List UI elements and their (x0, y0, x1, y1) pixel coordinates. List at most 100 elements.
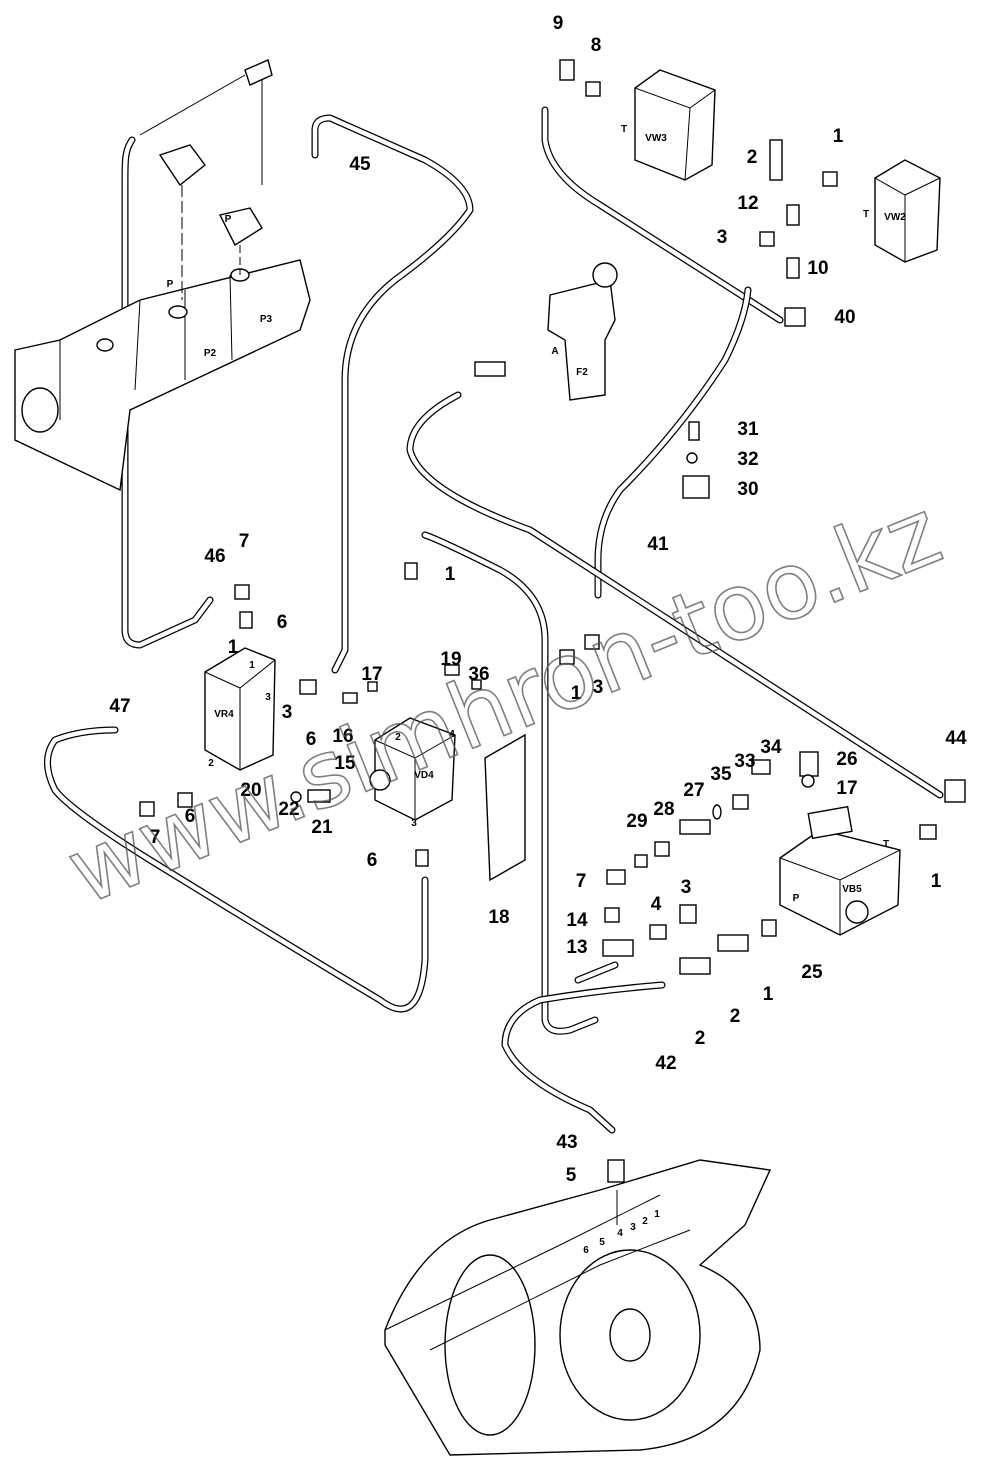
callouts-0: 9 (553, 13, 564, 34)
callouts-22: 3 (593, 677, 604, 698)
callouts-27: 15 (334, 753, 356, 774)
callouts-26: 16 (332, 726, 353, 747)
callouts-25: 6 (306, 729, 317, 750)
callouts-28: 20 (240, 780, 261, 801)
component-labels-16: VD4 (414, 770, 434, 781)
callouts-34: 18 (488, 907, 509, 928)
valve-blocks (204, 69, 941, 1456)
callouts-32: 6 (185, 806, 196, 827)
bracket-18 (484, 733, 526, 882)
callouts-8: 45 (349, 154, 371, 175)
callouts-40: 35 (710, 764, 732, 785)
component-labels-15: 4 (449, 729, 455, 740)
callouts-44: 1 (931, 871, 942, 892)
fittings (139, 59, 966, 1183)
callouts-5: 3 (717, 227, 728, 248)
callouts-35: 44 (945, 728, 967, 749)
callouts-29: 22 (278, 799, 299, 820)
callouts-45: 7 (576, 871, 587, 892)
callouts-54: 42 (655, 1053, 676, 1074)
callouts-52: 2 (730, 1006, 741, 1027)
filter-f2 (547, 279, 616, 401)
callouts-17: 1 (228, 637, 239, 658)
port-numbers-4: 2 (642, 1216, 648, 1227)
callouts-11: 30 (737, 479, 758, 500)
callouts-9: 31 (737, 419, 759, 440)
component-labels-13: 3 (265, 692, 271, 703)
callouts-4: 12 (737, 193, 758, 214)
callouts-3: 2 (747, 147, 758, 168)
hose-vw3-core (542, 107, 783, 323)
port-numbers-2: 4 (617, 1228, 623, 1239)
component-labels-3: T (863, 209, 869, 220)
component-labels-8: A (551, 346, 558, 357)
callouts-37: 17 (836, 778, 857, 799)
component-labels-4: P (225, 214, 232, 225)
callouts-24: 3 (282, 702, 293, 723)
callouts-31: 7 (150, 827, 161, 848)
component-labels-11: 1 (249, 660, 255, 671)
hose-47-core (45, 727, 428, 1012)
hose-45 (311, 114, 474, 674)
port-numbers-3: 3 (630, 1222, 636, 1233)
component-labels-19: P (793, 893, 800, 904)
callouts-36: 26 (836, 749, 857, 770)
callouts-43: 29 (626, 811, 647, 832)
hose-pump-left-core (122, 137, 213, 648)
component-labels-5: P (167, 279, 174, 290)
valve-vw2 (874, 159, 941, 263)
callouts-21: 1 (571, 683, 582, 704)
callouts-56: 5 (566, 1165, 577, 1186)
callouts-41: 27 (683, 780, 704, 801)
callouts-20: 36 (468, 664, 489, 685)
hose-42-43-core (502, 982, 665, 1133)
callouts-47: 4 (651, 894, 662, 915)
component-labels-7: P2 (204, 348, 217, 359)
callouts-53: 2 (695, 1028, 706, 1049)
port-numbers-5: 1 (654, 1209, 660, 1220)
callouts-39: 33 (734, 751, 755, 772)
callouts-7: 40 (834, 307, 855, 328)
hose-13-core (575, 962, 618, 983)
valve-vw3 (634, 69, 716, 181)
hose-41-core (595, 287, 751, 598)
callouts-12: 41 (647, 534, 669, 555)
component-labels-10: VR4 (214, 709, 234, 720)
component-labels-12: 2 (208, 758, 214, 769)
callouts-42: 28 (653, 799, 674, 820)
callouts-23: 47 (109, 696, 130, 717)
component-labels-2: VW2 (884, 212, 906, 223)
callouts-33: 6 (367, 850, 378, 871)
component-labels-6: P3 (260, 314, 273, 325)
component-labels-9: F2 (576, 367, 588, 378)
callouts-14: 7 (239, 531, 250, 552)
callouts-2: 1 (833, 126, 844, 147)
callouts-46: 3 (681, 877, 692, 898)
callouts-30: 21 (311, 817, 333, 838)
component-labels-0: VW3 (645, 133, 667, 144)
hose-41 (594, 286, 752, 599)
hose-vd4-core (422, 532, 598, 1034)
callouts-6: 10 (807, 258, 828, 279)
callouts-19: 19 (440, 649, 461, 670)
port-numbers-1: 5 (599, 1237, 605, 1248)
callouts-15: 1 (445, 564, 456, 585)
callouts-1: 8 (591, 35, 602, 56)
component-labels-1: T (621, 124, 627, 135)
component-labels-14: 2 (395, 732, 401, 743)
callouts-50: 25 (801, 962, 823, 983)
port-numbers-0: 6 (583, 1245, 589, 1256)
callouts-51: 1 (763, 984, 774, 1005)
hose-45-core (312, 115, 473, 673)
component-labels-17: 3 (411, 818, 417, 829)
callouts-13: 46 (204, 546, 225, 567)
callouts-16: 6 (277, 612, 288, 633)
component-labels-18: T (883, 839, 889, 850)
hydraulic-pump (14, 59, 311, 492)
callouts-55: 43 (556, 1132, 577, 1153)
hose-filter-core (407, 392, 943, 798)
component-labels-20: VB5 (842, 884, 862, 895)
